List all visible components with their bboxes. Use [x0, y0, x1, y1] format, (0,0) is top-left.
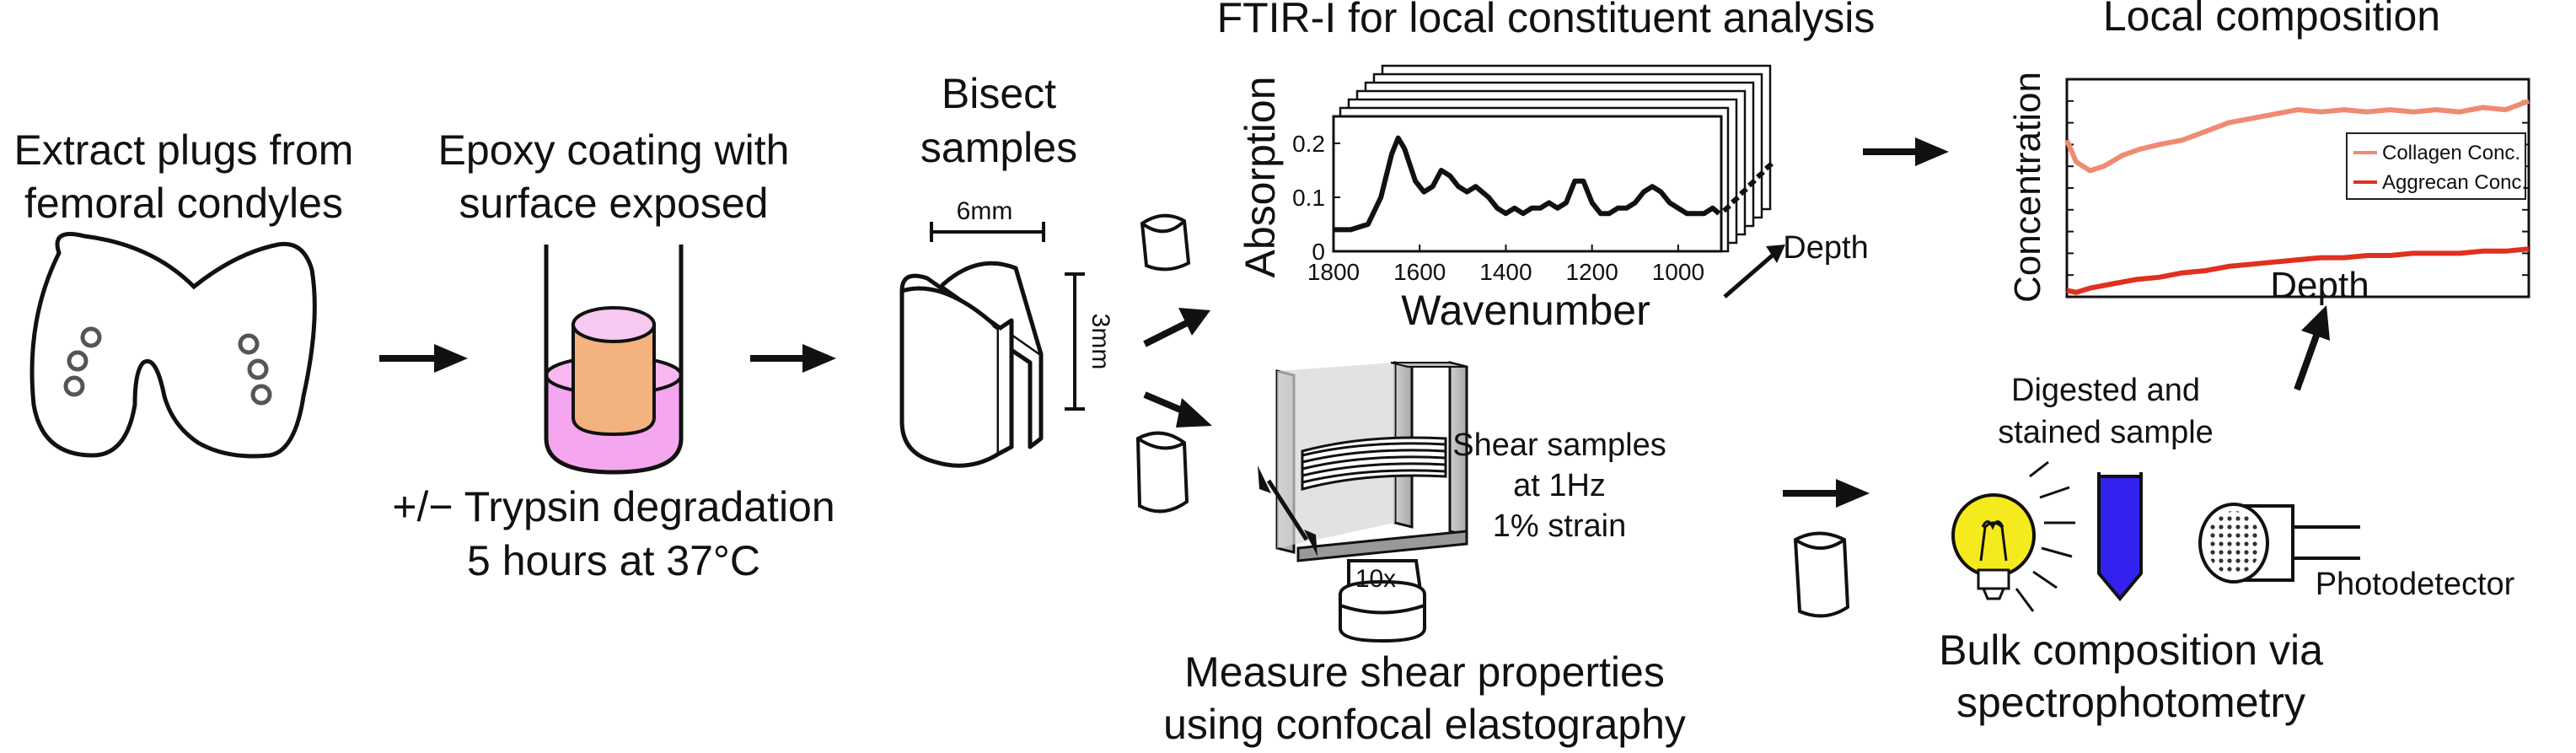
arrow-to-composition — [1863, 137, 1949, 166]
arrow-1 — [379, 344, 468, 373]
microscope-objective — [1339, 559, 1426, 643]
half-sample-bottom — [1135, 431, 1189, 514]
shear-direction-arrow — [1258, 465, 1318, 557]
legend-label-collagen: Collagen Conc. — [2382, 142, 2520, 164]
plug-holes — [63, 326, 272, 406]
bulk-label-line2: spectrophotometry — [1956, 679, 2305, 726]
ftir-depth-label: Depth — [1783, 230, 1868, 266]
spectrum-xtick-label: 1400 — [1479, 259, 1532, 285]
spectrum-ytick-label: 0 — [1312, 239, 1325, 265]
light-rays — [2015, 460, 2075, 612]
spectrum-xtick-label: 1600 — [1393, 259, 1446, 285]
stack-markers — [1722, 161, 1774, 213]
legend-label-aggrecan: Aggrecan Conc. — [2382, 171, 2527, 194]
plug-hole — [63, 375, 85, 397]
spectrum-plot: 1800 1600 1400 1200 1000 0 0.1 0.2 — [1292, 115, 1723, 285]
trypsin-label-line1: +/− Trypsin degradation — [392, 483, 835, 530]
elastography-label-line2: using confocal elastography — [1163, 701, 1686, 748]
plug-hole — [80, 326, 102, 348]
spectrum-series-line — [1334, 135, 1721, 233]
light-bulb — [1951, 493, 2036, 600]
half-sample-top — [1140, 213, 1191, 272]
collagen-series-line — [2064, 98, 2530, 174]
bisect-label-line1: Bisect — [942, 70, 1056, 117]
spectrum-ytick-label: 0.2 — [1292, 131, 1325, 157]
shear-label-line3: 1% strain — [1493, 508, 1626, 544]
spectrum-xtick-label: 1200 — [1566, 259, 1618, 285]
elastography-label-line1: Measure shear properties — [1184, 648, 1665, 696]
cartilage-plug — [572, 323, 656, 437]
width-bracket — [930, 222, 1045, 242]
femoral-condyle-shape — [30, 232, 317, 459]
arrow-to-bulk — [1783, 479, 1870, 508]
composition-legend: Collagen Conc. Aggrecan Conc. — [2346, 132, 2527, 200]
composition-plot: Collagen Conc. Aggrecan Conc. — [2064, 78, 2530, 299]
epoxy-tube — [544, 245, 684, 475]
epoxy-label-line1: Epoxy coating with — [438, 126, 790, 174]
bulk-label-line1: Bulk composition via — [1939, 627, 2323, 674]
bisect-label-line2: samples — [920, 124, 1077, 171]
cuvette — [2097, 472, 2143, 602]
spectrum-xlabel: Wavenumber — [1401, 287, 1650, 334]
depth-arrow-ftir — [1723, 245, 1785, 299]
plug-hole — [250, 384, 272, 406]
objective-label: 10x — [1355, 565, 1396, 593]
bulk-sample — [1793, 531, 1850, 618]
plug-hole — [247, 358, 269, 380]
composition-xlabel: Depth — [2270, 265, 2369, 306]
spectrum-ylabel: Absorption — [1237, 76, 1284, 277]
aggrecan-series-line — [2066, 246, 2530, 295]
extract-label-line1: Extract plugs from — [14, 126, 354, 174]
digest-label-line2: stained sample — [1998, 415, 2214, 450]
digest-label-line1: Digested and — [2011, 373, 2200, 408]
width-label: 6mm — [957, 197, 1013, 225]
shear-label-line1: Shear samples — [1452, 428, 1666, 463]
split-arrow-down — [1143, 391, 1212, 428]
split-arrow-up — [1143, 308, 1210, 347]
spectrum-ytick-label: 0.1 — [1292, 185, 1325, 211]
extract-label-line2: femoral condyles — [24, 180, 343, 227]
shear-label-line2: at 1Hz — [1513, 468, 1606, 503]
spectrum-xtick-label: 1000 — [1652, 259, 1704, 285]
arrow-up-to-composition — [2294, 305, 2330, 391]
composition-ylabel: Concentration — [2007, 72, 2048, 303]
spectrum-axes-box — [1332, 115, 1723, 253]
photodetector — [2198, 503, 2360, 584]
bisected-cylinder — [899, 261, 1044, 468]
shear-device — [1275, 361, 1468, 562]
plug-hole — [67, 350, 89, 372]
trypsin-label-line2: 5 hours at 37°C — [467, 537, 760, 584]
spectrum-xtick-label: 1800 — [1307, 259, 1360, 285]
photodetector-label: Photodetector — [2316, 567, 2515, 602]
arrow-2 — [750, 344, 836, 373]
plug-hole — [238, 333, 260, 355]
height-label: 3mm — [1087, 314, 1114, 370]
epoxy-label-line2: surface exposed — [459, 180, 769, 227]
composition-title: Local composition — [2103, 0, 2440, 40]
height-bracket — [1065, 272, 1085, 411]
ftir-title: FTIR-I for local constituent analysis — [1217, 0, 1876, 41]
